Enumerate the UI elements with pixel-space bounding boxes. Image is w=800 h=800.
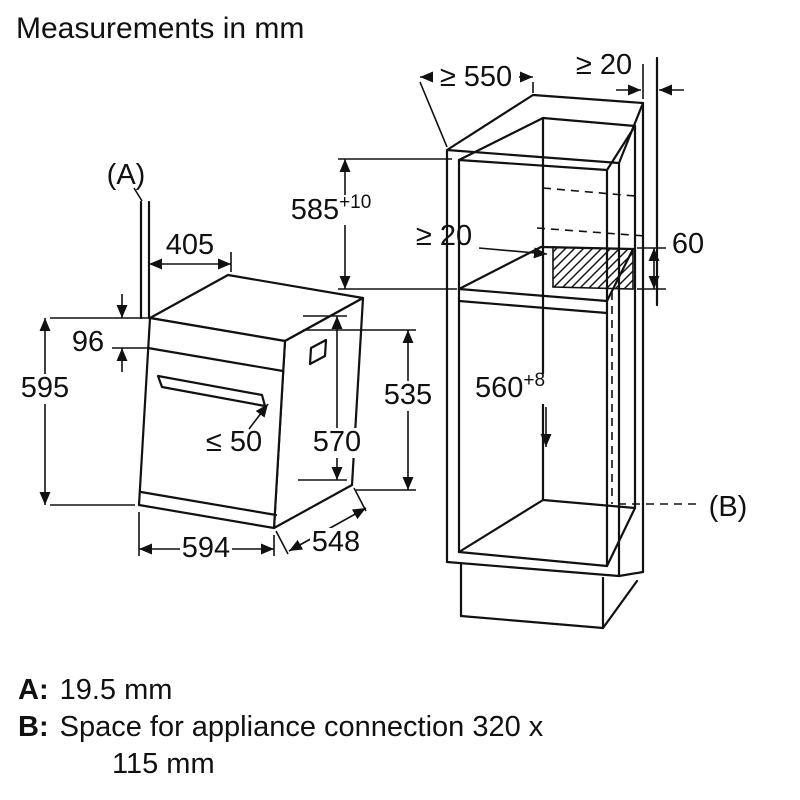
dim-front-frame-A: (A) [107,159,151,320]
dim-label-mask [433,62,519,92]
dim-ge20-top-label: ≥ 20 [576,49,632,81]
dim-label-mask [180,534,232,564]
legend-key-b: B: [18,711,49,743]
legend-value-b: Space for appliance connection 320 x [59,711,544,743]
dim-le50-label: ≤ 50 [206,426,262,458]
legend-item-b-cont: 115 mm [18,746,543,783]
dim-vent-gap: ≥ 20 [416,220,548,259]
legend-value-b-cont: 115 mm [112,748,215,780]
dim-ge550-label: ≥ 550 [440,61,512,93]
label-b: (B) [709,491,748,523]
dim-niche-height: 585+10 [289,158,457,290]
dim-oven-depth: 548 [275,487,367,558]
dim-535-label: 535 [384,379,432,411]
cabinet-figure [445,56,659,630]
dim-560-label: 560+8 [475,370,545,404]
dim-oven-width: 594 [138,512,275,564]
legend: A: 19.5 mm B: Space for appliance connecti… [18,672,543,783]
dim-585-label: 585+10 [291,192,372,226]
dim-label-mask [382,381,434,411]
dim-405-label: 405 [166,229,214,261]
dim-niche-depth: 560+8 [468,370,564,447]
dim-96-label: 96 [72,326,104,358]
dim-panel-height: 96 [50,294,150,372]
dim-label-mask [311,428,363,458]
dim-label-mask [289,195,381,225]
legend-item-a: A: 19.5 mm [18,672,543,709]
dim-rear-wall-gap: ≥ 20 [576,49,684,99]
connection-space-B: (B) [611,292,748,523]
dim-side-height: 535 [303,329,434,491]
dim-594-label: 594 [182,532,230,564]
dim-label-mask [468,374,564,404]
page-title: Measurements in mm [16,12,305,45]
cabinet-top-face [445,93,645,165]
legend-item-b: B: Space for appliance connection 320 x [18,709,543,746]
legend-value-a: 19.5 mm [59,674,173,706]
dim-ge20-inner-label: ≥ 20 [416,220,472,252]
dim-label-mask [19,374,71,404]
dim-60-label: 60 [672,228,704,260]
dim-oven-height: 595 [19,318,135,506]
dim-oven-top-depth: 405 [149,229,232,272]
oven-front-face [137,316,287,530]
label-a: (A) [107,159,146,191]
dim-595-label: 595 [21,372,69,404]
dim-570-label: 570 [313,426,361,458]
legend-key-a: A: [18,674,49,706]
dim-front-height: 570 [298,315,363,481]
dim-vent-60: 60 [637,228,704,290]
dim-label-mask [310,528,362,558]
oven-figure [137,273,365,530]
dim-548-label: 548 [312,526,360,558]
dim-handle-protrusion: ≤ 50 [206,403,269,458]
oven-side-detail [308,338,328,366]
dim-cabinet-depth: ≥ 550 [419,61,534,148]
